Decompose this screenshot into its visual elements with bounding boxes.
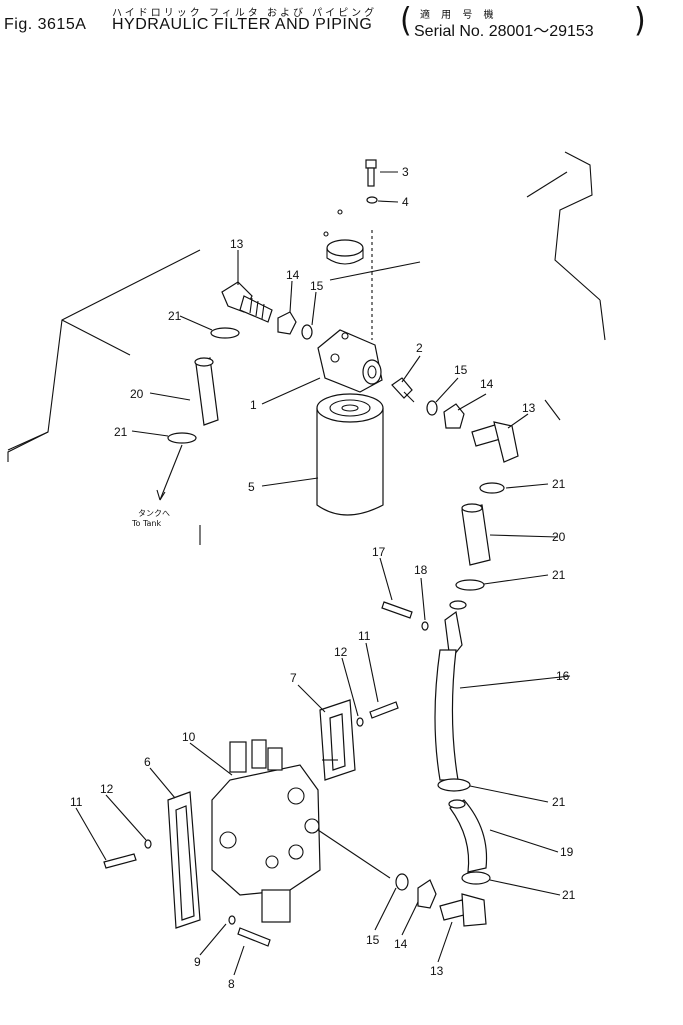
bolt-part-11-lower <box>103 853 137 869</box>
bracket-part-7 <box>319 699 356 781</box>
callout-17: 17 <box>372 545 386 559</box>
clamp-part-21-right-upper <box>479 482 505 494</box>
serial-label-japanese: 適 用 号 機 <box>420 10 498 21</box>
o-ring-part-15-lower <box>395 873 409 891</box>
clamp-part-21-lower-b <box>461 871 491 885</box>
to-tank-arrow-line <box>159 444 183 501</box>
callout-21-right-mid: 21 <box>552 568 566 582</box>
nut-part-14-right <box>443 403 465 429</box>
callout-15-upper: 15 <box>310 279 324 293</box>
o-ring-part-15-upper <box>301 324 313 340</box>
callout-2: 2 <box>416 341 423 355</box>
callout-10: 10 <box>182 730 196 744</box>
title-japanese: ハイドロリック フィルタ および パイピング <box>112 8 378 19</box>
fitting-part-2 <box>391 377 415 403</box>
nut-part-14-upper <box>277 311 297 335</box>
nut-part-14-lower <box>417 879 437 909</box>
callout-14-right: 14 <box>480 377 494 391</box>
callout-6: 6 <box>144 755 151 769</box>
callout-5: 5 <box>248 480 255 494</box>
callout-14-upper: 14 <box>286 268 300 282</box>
pipe-part-16 <box>434 600 467 781</box>
bracket-right: ) <box>634 1 646 40</box>
elbow-fitting-part-13-upper <box>221 281 273 323</box>
washer-part-12-lower <box>144 839 152 849</box>
callout-9: 9 <box>194 955 201 969</box>
callout-15-right: 15 <box>454 363 468 377</box>
callout-13-upper: 13 <box>230 237 244 251</box>
callout-14-lower: 14 <box>394 937 408 951</box>
bolt-part-17 <box>381 601 413 619</box>
callout-12-lower: 12 <box>100 782 114 796</box>
callout-21-lower-b: 21 <box>562 888 576 902</box>
note-to-tank-english: To Tank <box>131 519 162 528</box>
callout-15-lower: 15 <box>366 933 380 947</box>
callout-21-upper-left: 21 <box>168 309 182 323</box>
washer-part-18 <box>421 621 429 631</box>
washer-part-9 <box>228 915 236 925</box>
elbow-fitting-part-13-right <box>471 421 519 463</box>
title-english: HYDRAULIC FILTER AND PIPING <box>112 16 373 33</box>
callout-4: 4 <box>402 195 409 209</box>
callout-12-upper: 12 <box>334 645 348 659</box>
hose-part-19 <box>448 799 488 873</box>
clamp-part-21-right-mid <box>455 579 485 591</box>
o-ring-part-15-right <box>426 400 438 416</box>
filter-element-part-5 <box>316 393 384 516</box>
bracket-left: ( <box>400 1 412 40</box>
leader-lines <box>75 171 571 976</box>
clamp-part-21-upper-left <box>210 327 240 339</box>
callout-13-lower: 13 <box>430 964 444 978</box>
callout-20-right: 20 <box>552 530 566 544</box>
clamp-part-21-lower-a <box>437 778 471 792</box>
callout-11-upper: 11 <box>358 629 371 643</box>
callout-13-right: 13 <box>522 401 536 415</box>
filter-head-part-1 <box>317 329 383 393</box>
clamp-part-21-lower-left <box>167 432 197 444</box>
note-to-tank-japanese: タンクへ <box>138 509 170 518</box>
washer-part-4 <box>366 196 378 204</box>
serial-range: Serial No. 28001～29153 <box>414 23 594 40</box>
callout-21-right-upper: 21 <box>552 477 566 491</box>
figure-title-block: Fig. 3615A ハイドロリック フィルタ および パイピング HYDRAU… <box>2 1 681 42</box>
callout-1: 1 <box>250 398 257 412</box>
callout-19: 19 <box>560 845 574 859</box>
hose-part-20-right <box>461 503 491 566</box>
washer-part-12-upper <box>356 717 364 727</box>
callout-7: 7 <box>290 671 297 685</box>
bracket-part-6 <box>167 791 201 929</box>
callout-11-lower: 11 <box>70 795 83 809</box>
to-tank-arrow-head <box>156 489 166 501</box>
callout-21-lower-a: 21 <box>552 795 566 809</box>
callout-18: 18 <box>414 563 428 577</box>
callout-3: 3 <box>402 165 409 179</box>
callout-8: 8 <box>228 977 235 991</box>
hydraulic-tank-outline <box>7 151 606 545</box>
hose-part-20-left <box>194 357 219 426</box>
bolt-part-3 <box>365 159 377 187</box>
tank-cap <box>323 209 364 265</box>
bolt-part-11-upper <box>369 701 399 719</box>
bolt-part-8 <box>237 927 271 947</box>
callout-numbers: 3 4 13 14 15 21 20 1 21 5 2 15 14 13 21 … <box>70 165 576 991</box>
control-valve-part-10 <box>211 739 321 923</box>
figure-number: Fig. 3615A <box>4 16 87 33</box>
callout-21-lower-left: 21 <box>114 425 128 439</box>
callout-20-left: 20 <box>130 387 144 401</box>
elbow-fitting-part-13-lower <box>439 893 487 927</box>
callout-16: 16 <box>556 669 570 683</box>
